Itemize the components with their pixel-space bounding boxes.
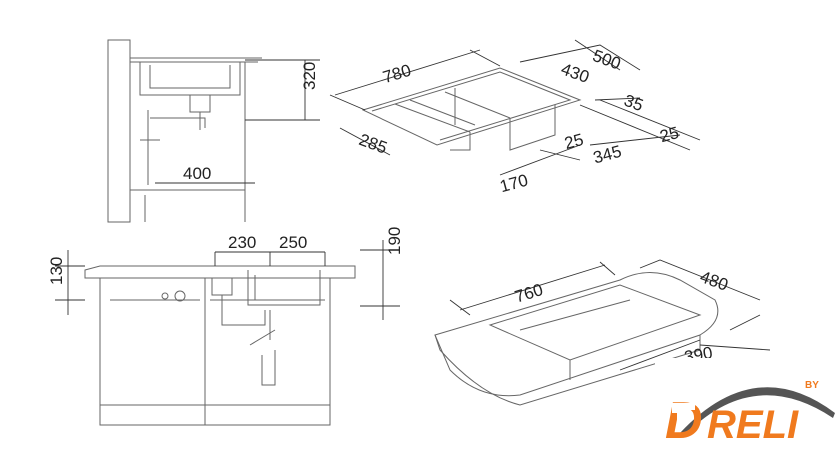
top-iso-view: 780 500 430 35 25 285 25 345 170	[329, 39, 701, 196]
dim-side-depth: 400	[183, 164, 211, 183]
dim-bowl-left: 230	[228, 233, 256, 252]
bottom-iso-view: 760 480 390	[434, 259, 771, 406]
dim-rim-right: 25	[658, 123, 681, 146]
dim-bottom-width: 480	[698, 267, 731, 295]
dim-rim-back: 35	[622, 91, 646, 115]
side-view: 320 400	[107, 39, 320, 223]
dim-bottom-length: 760	[513, 280, 546, 306]
svg-text:BY: BY	[805, 380, 819, 391]
front-view: 130 230 250 190	[47, 227, 404, 426]
dim-bowl-right: 250	[279, 233, 307, 252]
dreli-logo: D RELI BY	[655, 358, 840, 469]
dim-width: 500	[590, 46, 623, 74]
dim-side-height: 320	[300, 62, 319, 90]
dim-length: 780	[381, 61, 414, 87]
dim-drainer: 285	[356, 130, 389, 158]
dim-bowl: 345	[591, 142, 623, 168]
dim-bowl-depth: 190	[385, 227, 404, 255]
dim-divider: 25	[562, 130, 585, 153]
dim-inner-width: 430	[559, 59, 592, 87]
dim-rim: 130	[47, 257, 66, 285]
svg-text:RELI: RELI	[707, 403, 799, 447]
